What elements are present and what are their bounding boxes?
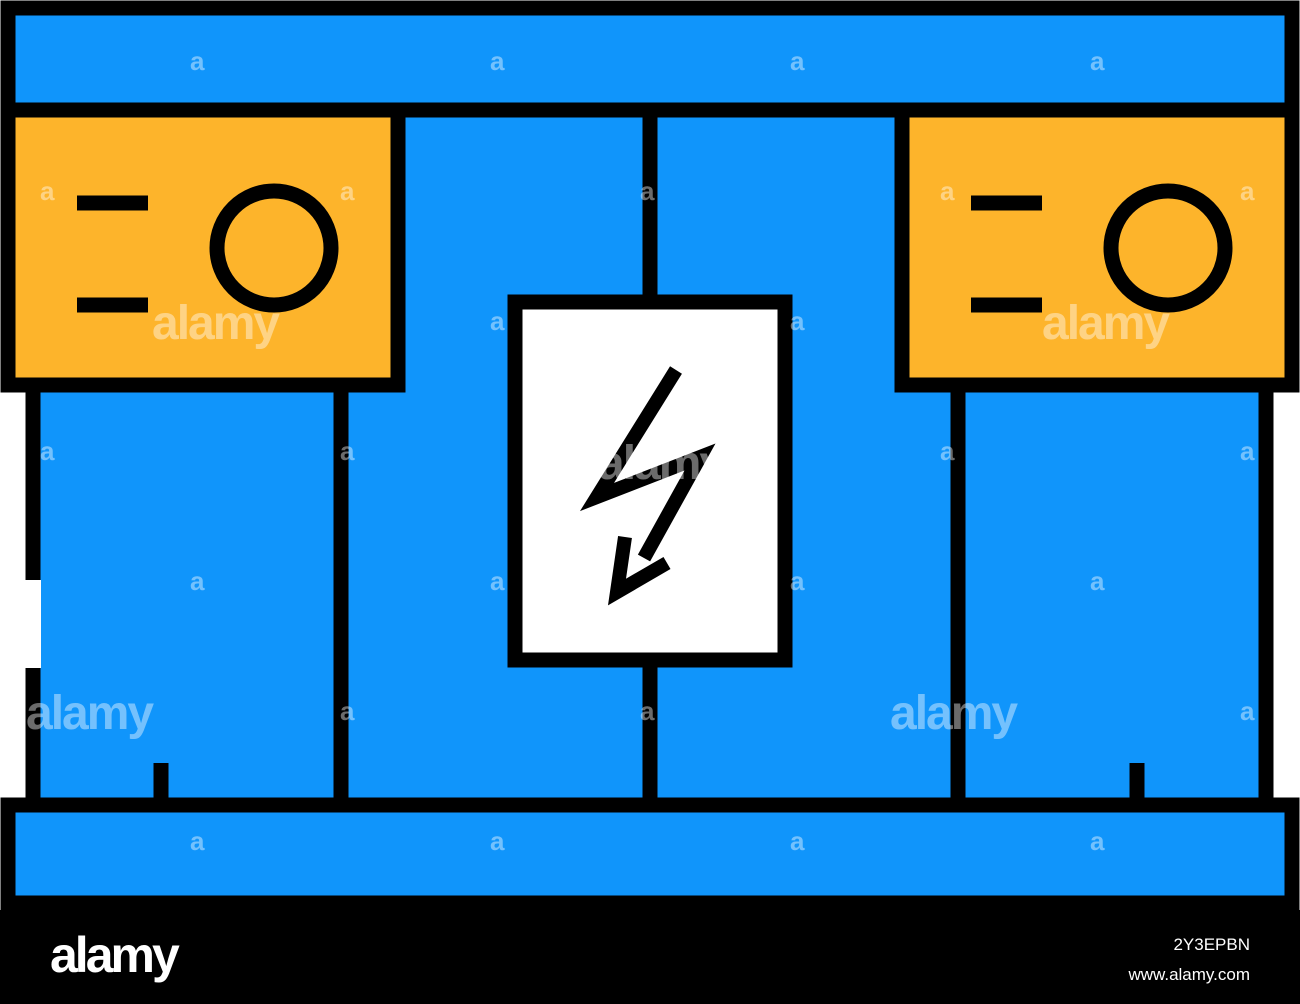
right-module — [894, 102, 1300, 393]
left-edge-gap — [25, 580, 41, 668]
electrical-box-icon — [0, 0, 1300, 910]
indicator-light-icon — [209, 183, 339, 313]
footer-strip: alamy 2Y3EPBN www.alamy.com — [0, 910, 1300, 1004]
lower-right-body — [950, 372, 1274, 813]
left-module — [0, 102, 406, 393]
bottom-bar — [0, 797, 1300, 910]
footer-logo: alamy — [50, 927, 180, 983]
illustration-body — [0, 0, 1300, 910]
high-voltage-bolt-icon — [579, 366, 716, 562]
lower-left-body — [25, 372, 349, 813]
bolt-arrowhead-icon — [607, 535, 671, 606]
image-id: 2Y3EPBN — [1173, 935, 1250, 954]
indicator-light-icon — [1103, 183, 1233, 313]
site-url: www.alamy.com — [1128, 965, 1250, 984]
top-bar — [0, 0, 1300, 118]
